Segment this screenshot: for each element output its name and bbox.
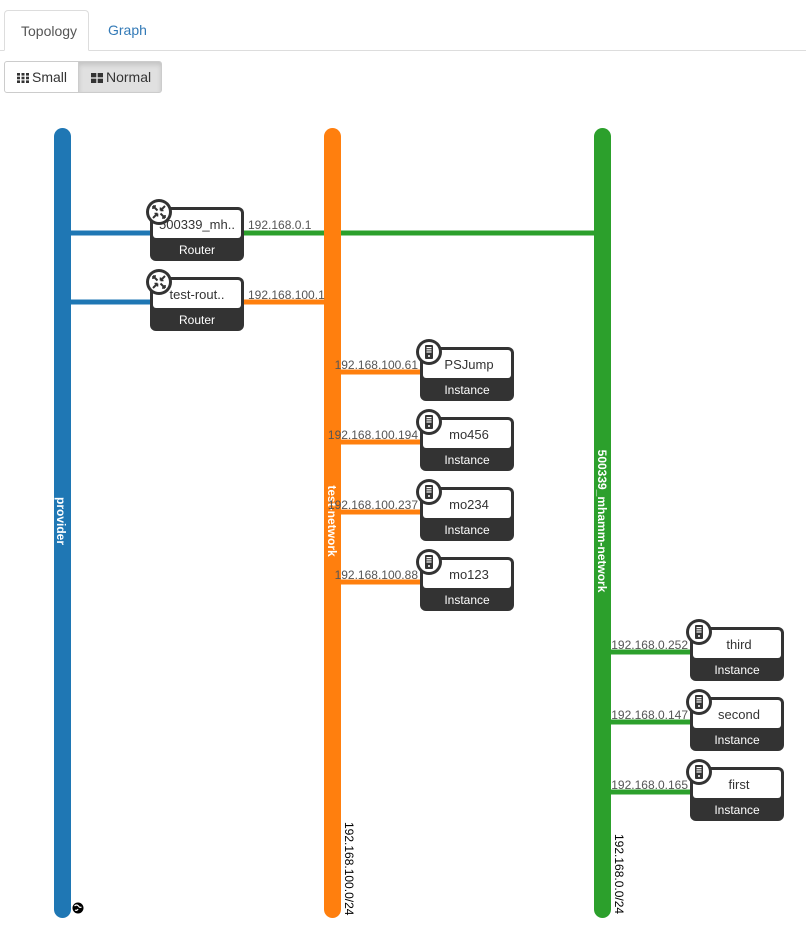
network-mhamm-network[interactable]: 500339_mhamm-network 192.168.0.0/24 [594, 128, 626, 918]
node-type: Router [179, 313, 215, 327]
node-type: Instance [714, 803, 760, 817]
network-test-network[interactable]: test-network 192.168.100.0/24 [324, 128, 356, 918]
node-type: Router [179, 243, 215, 257]
node-name-box [423, 560, 511, 588]
node-type: Instance [444, 383, 490, 397]
small-view-label: Small [32, 69, 68, 85]
globe-icon [72, 902, 84, 914]
node-name: PSJump [444, 357, 493, 372]
node-type: Instance [444, 593, 490, 607]
network-label-test-network: test-network [325, 485, 339, 557]
network-label-provider: provider [54, 497, 68, 545]
ip-label: 192.168.0.1 [248, 218, 312, 232]
router-icon [146, 269, 172, 295]
server-icon [686, 759, 712, 785]
links [62, 230, 692, 795]
ip-label: 192.168.100.1 [248, 288, 325, 302]
node-name: third [726, 637, 751, 652]
ip-label: 192.168.0.147 [611, 708, 688, 722]
server-icon [686, 689, 712, 715]
router-icon [146, 199, 172, 225]
network-cidr-test-network: 192.168.100.0/24 [342, 822, 356, 916]
server-icon [416, 409, 442, 435]
router-node[interactable]: test-rout.. Router [146, 269, 244, 331]
ip-label: 192.168.100.237 [328, 498, 418, 512]
grid-large-icon [91, 73, 103, 83]
node-name-box [423, 350, 511, 378]
ip-label: 192.168.0.252 [611, 638, 688, 652]
node-name: mo234 [449, 497, 489, 512]
node-name-box [693, 630, 781, 658]
node-name-box [423, 490, 511, 518]
network-bar-provider[interactable] [54, 128, 71, 918]
normal-view-button[interactable]: Normal [78, 61, 162, 93]
server-icon [416, 549, 442, 575]
grid-small-icon [17, 73, 29, 83]
server-icon [416, 479, 442, 505]
tab-bar: Topology Graph [0, 0, 806, 51]
network-bar-mhamm-network[interactable] [594, 128, 611, 918]
node-name-box [693, 770, 781, 798]
small-view-button[interactable]: Small [4, 61, 79, 93]
ip-label: 192.168.0.165 [611, 778, 688, 792]
node-type: Instance [444, 523, 490, 537]
network-cidr-mhamm-network: 192.168.0.0/24 [612, 834, 626, 914]
node-type: Instance [444, 453, 490, 467]
node-name-box [153, 210, 241, 238]
router-node[interactable]: 500339_mh.. Router [146, 199, 244, 261]
node-name: second [718, 707, 760, 722]
tab-topology[interactable]: Topology [4, 10, 89, 51]
node-name: first [729, 777, 750, 792]
server-icon [416, 339, 442, 365]
node-name: test-rout.. [170, 287, 225, 302]
network-label-mhamm-network: 500339_mhamm-network [595, 450, 609, 593]
node-name: mo456 [449, 427, 489, 442]
node-type: Instance [714, 663, 760, 677]
network-bar-test-network[interactable] [324, 128, 341, 918]
node-name: mo123 [449, 567, 489, 582]
network-provider[interactable]: provider [54, 128, 84, 918]
node-name-box [693, 700, 781, 728]
ip-labels: 192.168.0.1 192.168.100.1 192.168.100.61… [248, 218, 688, 792]
normal-view-label: Normal [106, 69, 152, 85]
server-icon [686, 619, 712, 645]
tab-graph[interactable]: Graph [108, 22, 147, 38]
ip-label: 192.168.100.61 [335, 358, 419, 372]
node-type: Instance [714, 733, 760, 747]
ip-label: 192.168.100.88 [335, 568, 419, 582]
ip-label: 192.168.100.194 [328, 428, 418, 442]
node-name-box [423, 420, 511, 448]
node-name: 500339_mh.. [159, 217, 235, 232]
node-name-box [153, 280, 241, 308]
